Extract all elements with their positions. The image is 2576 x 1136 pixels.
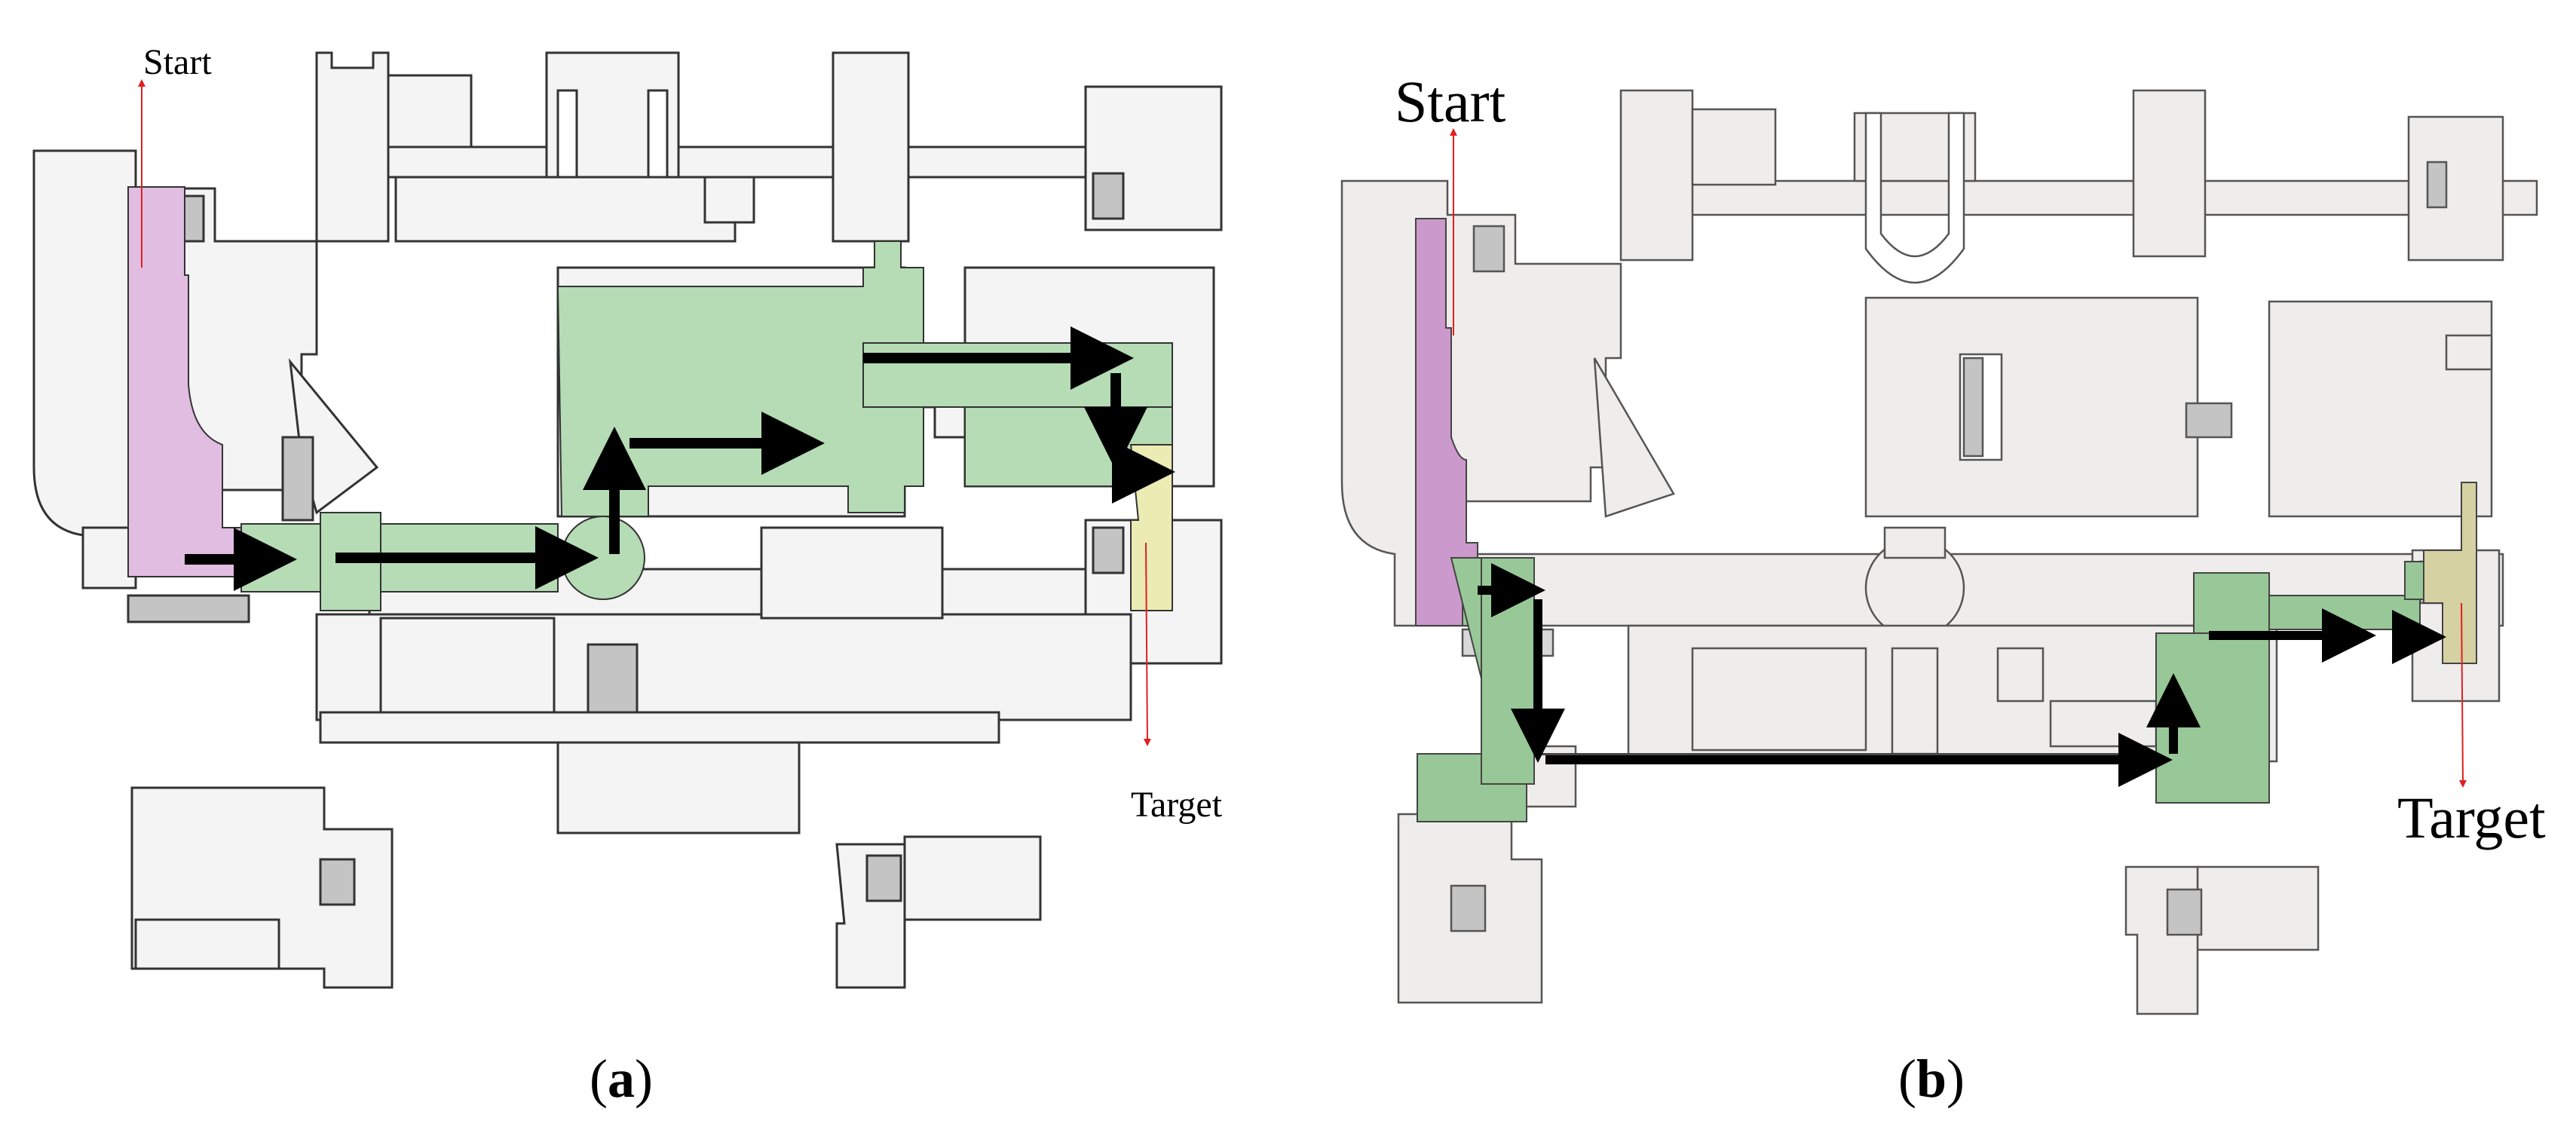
route-arrows-b [1478,563,2446,787]
panel-b: Start Target (b) [1312,0,2576,1136]
panel-a: Start Target (a) [0,0,1282,1136]
target-label-a: Target [1131,785,1223,825]
route-arrows-a [185,326,1175,591]
start-zone-b [1415,218,1478,626]
target-label-b: Target [2397,785,2546,850]
caption-a: (a) [590,1049,653,1109]
target-zone-b [2423,482,2477,664]
floor-plan-a [32,51,1223,989]
start-zone-a [127,186,242,577]
floor-plan-b [1340,89,2538,1015]
rooms-b [1340,89,2538,1015]
caption-b: (b) [1898,1049,1965,1109]
target-pointer-b [2458,602,2467,788]
start-label-a: Start [143,42,212,82]
start-label-b: Start [1395,69,1506,134]
target-pointer-a [1143,542,1151,746]
